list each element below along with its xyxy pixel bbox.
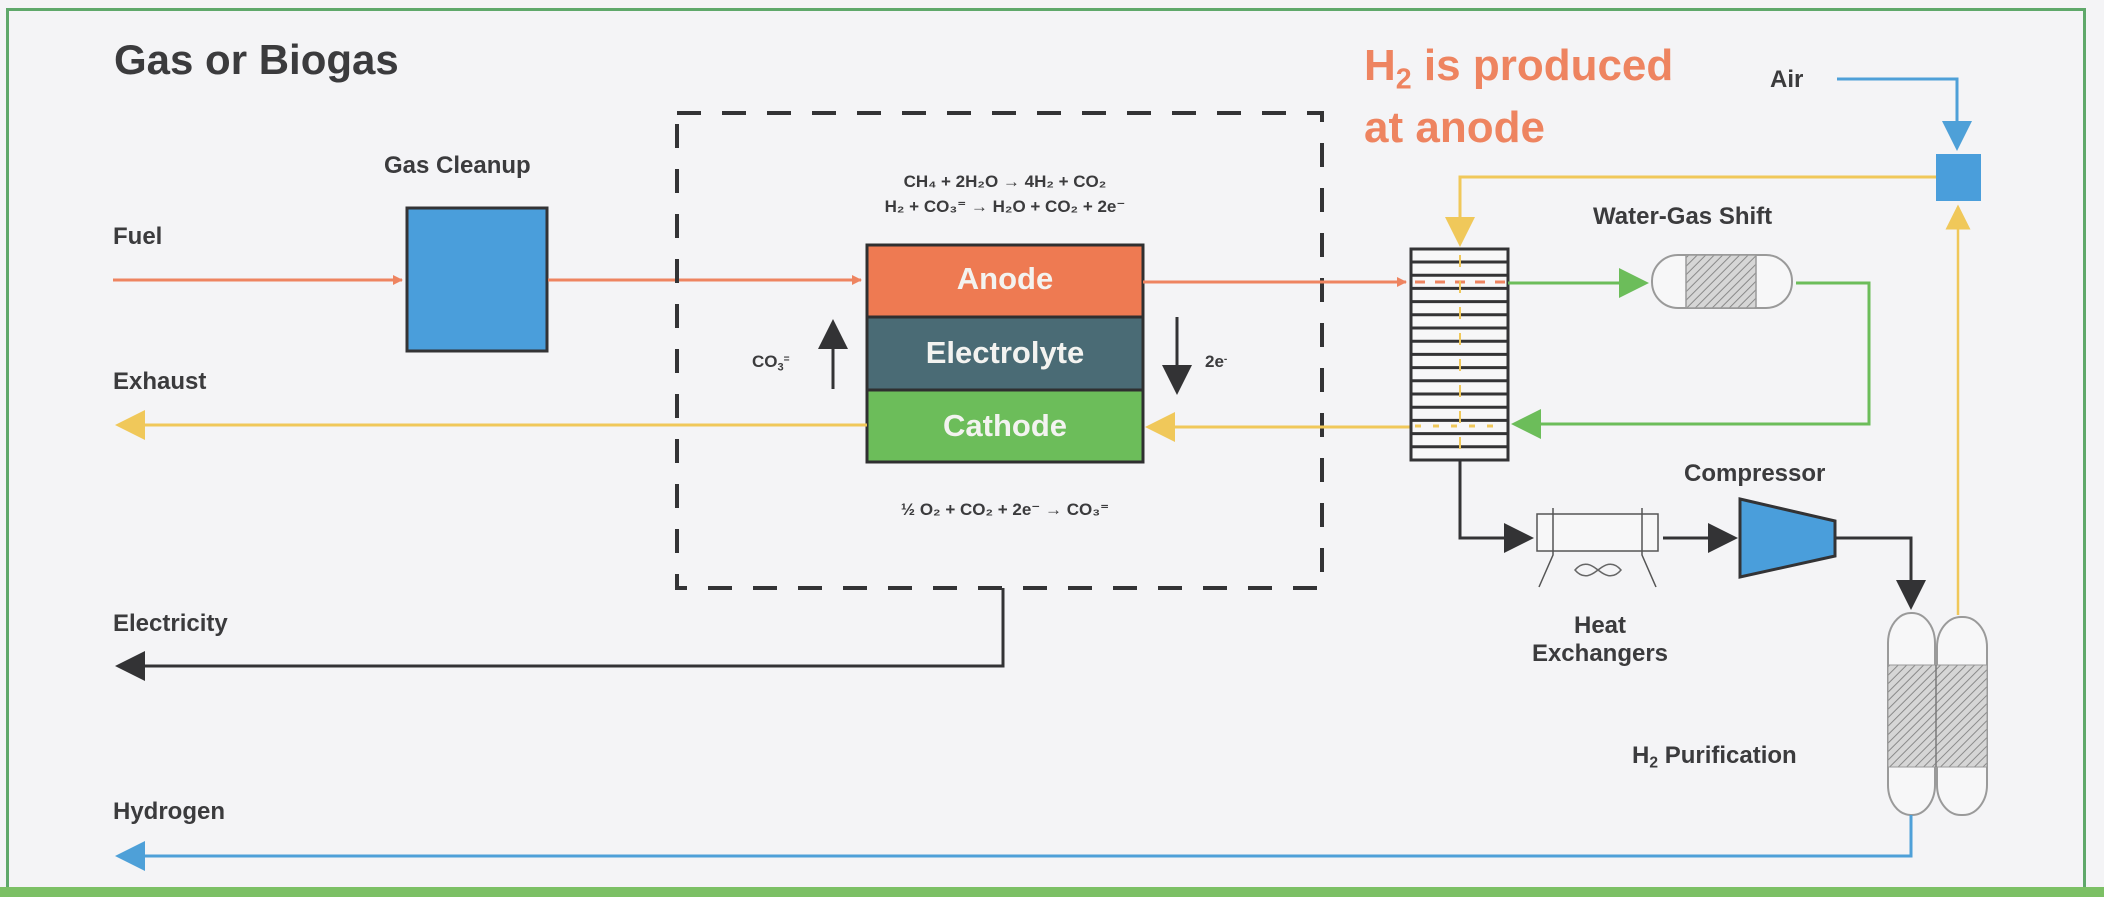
h2-purification-sub: 2 [1649, 754, 1659, 772]
bottom-band [0, 887, 2104, 897]
fan-icon [1574, 563, 1622, 577]
anode-label: Anode [956, 261, 1054, 296]
compressor-label: Compressor [1684, 460, 1826, 487]
cathode-layer [865, 388, 1145, 464]
heat-exchanger [1536, 508, 1659, 588]
h2-purification-label: H2 Purification [1632, 742, 1797, 773]
air-mixer-box [1936, 154, 1981, 201]
electricity-label: Electricity [113, 610, 228, 637]
air-label: Air [1770, 66, 1804, 93]
ion-main: CO [752, 352, 778, 371]
ion-sub: 3 [777, 361, 784, 374]
recuperator-stack [1409, 247, 1510, 462]
water-gas-shift-label: Water-Gas Shift [1593, 203, 1773, 230]
electron-label: 2e- [1205, 352, 1227, 372]
air-recycle-line [1445, 175, 1936, 247]
to-heat-exchanger-line [1458, 460, 1534, 553]
ion-sup: = [783, 353, 790, 365]
shift-return-line [1511, 281, 1871, 439]
callout-h: H [1364, 41, 1396, 90]
electrolyte-layer [865, 315, 1145, 392]
air-line [1837, 77, 1972, 151]
heat-exchangers-line2: Exchangers [1531, 640, 1669, 667]
electricity-line [115, 588, 1005, 681]
electrolyte-label: Electrolyte [925, 335, 1085, 370]
h2-purification-h: H [1632, 742, 1650, 769]
fuel-label: Fuel [113, 223, 163, 250]
compressor-icon [1738, 497, 1837, 579]
diagram-title: Gas or Biogas [114, 36, 399, 83]
heat-exchangers-label: Heat Exchangers [1500, 612, 1700, 668]
heat-exchangers-line1: Heat [1573, 612, 1627, 639]
carbonate-ion-label: CO3= [752, 352, 790, 373]
callout-rest: is produced [1411, 41, 1674, 90]
anode-equation-1: CH₄ + 2H₂O → 4H₂ + CO₂ [903, 172, 1107, 191]
exhaust-label: Exhaust [113, 368, 207, 395]
cathode-label: Cathode [943, 408, 1067, 443]
gas-cleanup-label: Gas Cleanup [384, 152, 531, 179]
electron-main: 2e [1205, 352, 1224, 371]
callout-sub: 2 [1395, 63, 1412, 96]
h2-purification-rest: Purification [1658, 742, 1797, 769]
cathode-equation: ½ O₂ + CO₂ + 2e⁻ → CO₃⁼ [900, 500, 1110, 519]
callout-note: H2 is produced at anode [1364, 42, 1673, 152]
anode-equation-2: H₂ + CO₃⁼ → H₂O + CO₂ + 2e⁻ [884, 197, 1126, 216]
diagram-frame [6, 8, 2086, 890]
water-gas-shift-vessel [1651, 254, 1793, 309]
to-purification-line [1835, 536, 1926, 610]
callout-line2: at anode [1364, 102, 1545, 152]
gas-cleanup-box [405, 206, 549, 353]
hydrogen-label: Hydrogen [113, 798, 226, 825]
fuel-cell-boundary [675, 111, 1324, 590]
h2-purification-vessels [1887, 612, 1988, 816]
electron-sup: - [1223, 353, 1228, 365]
hydrogen-line [115, 815, 1913, 871]
